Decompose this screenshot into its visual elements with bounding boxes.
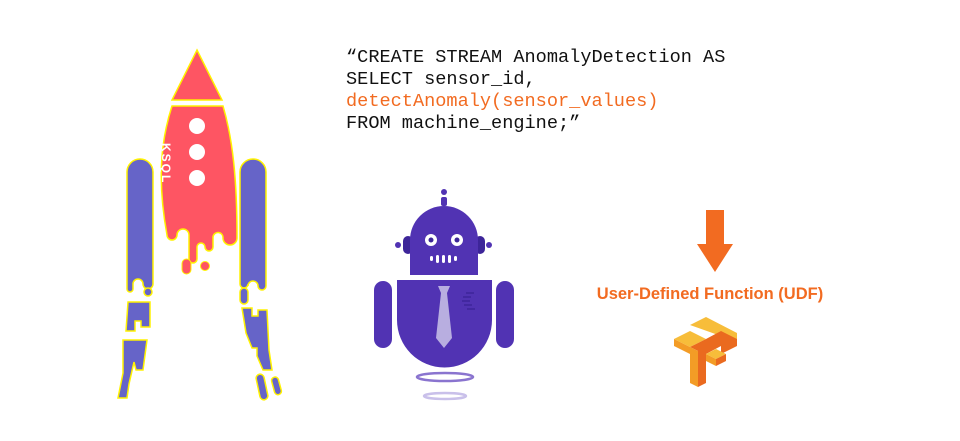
rocket-nose <box>170 48 224 101</box>
robot-icon <box>374 189 514 401</box>
tensorflow-logo-icon <box>674 317 737 387</box>
rocket-label: KSQL <box>159 143 173 184</box>
udf-label: User-Defined Function (UDF) <box>596 285 824 303</box>
query-line-udf-call: detectAnomaly(sensor_values) <box>346 91 659 112</box>
rocket-icon: KSQL <box>117 48 283 401</box>
query-line-4: FROM machine_engine;” <box>346 113 581 134</box>
arrow-down-icon <box>697 210 733 272</box>
left-booster <box>117 158 154 399</box>
query-line-1: “CREATE STREAM AnomalyDetection AS <box>346 47 726 68</box>
right-booster <box>239 158 283 401</box>
query-line-2: SELECT sensor_id, <box>346 69 536 90</box>
